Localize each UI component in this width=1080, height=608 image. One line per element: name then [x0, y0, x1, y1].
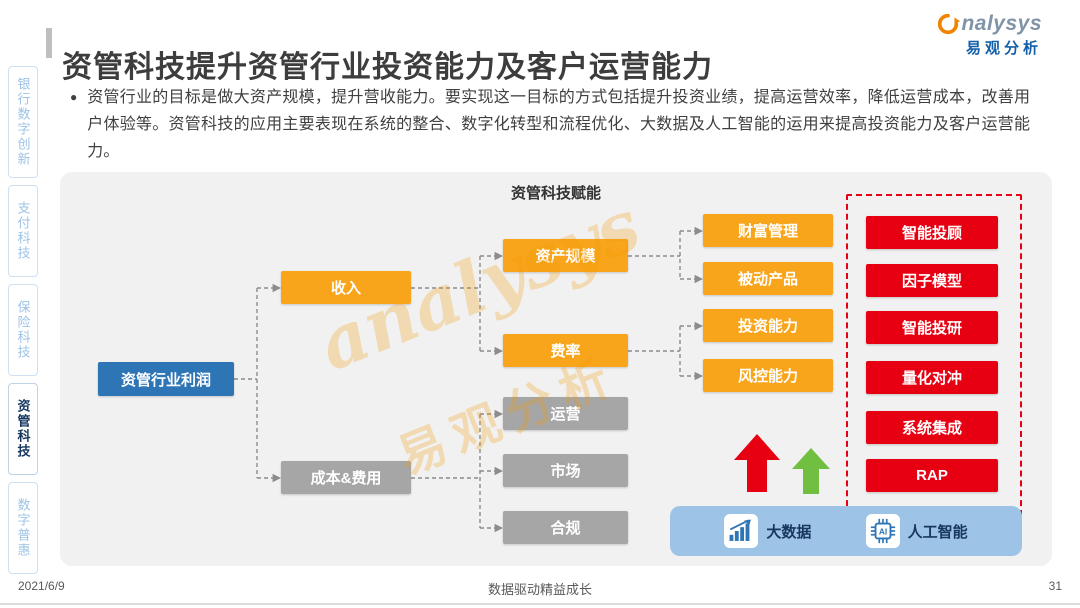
enabler-bigdata: 大数据: [724, 514, 811, 548]
node-cost-expense: 成本&费用: [281, 461, 411, 494]
footer-page-number: 31: [1048, 579, 1062, 593]
intro-paragraph: ● 资管行业的目标是做大资产规模，提升营收能力。要实现这一目标的方式包括提升投资…: [70, 84, 1030, 166]
tech-item-robo-advisor: 智能投顾: [866, 216, 998, 249]
tech-item-factor-model: 因子模型: [866, 264, 998, 297]
sidebar-item-bank-digital: 银行数字创新: [8, 66, 38, 178]
connector-lines: [234, 226, 703, 533]
sidebar-item-digital-inclusion: 数字普惠: [8, 482, 38, 574]
sidebar-item-payment-tech: 支付科技: [8, 185, 38, 277]
sidebar-item-asset-mgmt-tech: 资管科技: [8, 383, 38, 475]
node-passive-products: 被动产品: [703, 262, 833, 295]
tech-item-smart-research: 智能投研: [866, 311, 998, 344]
node-industry-profit: 资管行业利润: [98, 362, 234, 396]
node-asset-scale: 资产规模: [503, 239, 628, 272]
section-sidebar: 银行数字创新 支付科技 保险科技 资管科技 数字普惠: [8, 66, 40, 574]
tech-item-quant-hedging: 量化对冲: [866, 361, 998, 394]
logo-brand-text: nalysys: [961, 12, 1042, 35]
node-revenue: 收入: [281, 271, 411, 304]
enabler-bar: 大数据 AI 人工智能: [670, 506, 1022, 556]
tech-item-system-integration: 系统集成: [866, 411, 998, 444]
diagram-panel: 资管科技赋能: [60, 172, 1052, 566]
green-up-arrow: [792, 448, 830, 494]
tech-item-rap: RAP: [866, 459, 998, 492]
footer-date: 2021/6/9: [18, 579, 65, 593]
title-accent-bar: [46, 28, 52, 58]
logo-swirl-icon: [938, 13, 961, 35]
red-up-arrow: [734, 434, 780, 492]
bullet-dot: ●: [70, 90, 78, 104]
diagram-title: 资管科技赋能: [510, 185, 601, 202]
sidebar-item-insurance-tech: 保险科技: [8, 284, 38, 376]
intro-text: 资管行业的目标是做大资产规模，提升营收能力。要实现这一目标的方式包括提升投资业绩…: [87, 89, 1030, 161]
node-operations: 运营: [503, 397, 628, 430]
node-investment-ability: 投资能力: [703, 309, 833, 342]
ai-chip-icon: AI: [865, 514, 900, 548]
enabler-ai: AI 人工智能: [865, 514, 968, 548]
ai-chip-text: AI: [878, 527, 886, 537]
node-wealth-management: 财富管理: [703, 214, 833, 247]
bar-chart-icon: [724, 514, 759, 548]
node-fee-rate: 费率: [503, 334, 628, 367]
footer-divider: [0, 603, 1080, 605]
analysys-logo: nalysys 易观分析: [936, 12, 1042, 58]
enabler-label-ai: 人工智能: [907, 523, 968, 541]
node-risk-control: 风控能力: [703, 359, 833, 392]
enabler-label-bigdata: 大数据: [766, 523, 812, 541]
footer-slogan: 数据驱动精益成长: [487, 582, 592, 597]
logo-brand-cn: 易观分析: [965, 40, 1042, 57]
page-title: 资管科技提升资管行业投资能力及客户运营能力: [62, 51, 713, 85]
node-marketing: 市场: [503, 454, 628, 487]
node-compliance: 合规: [503, 511, 628, 544]
tech-group-frame: 智能投顾 因子模型 智能投研 量化对冲 系统集成 RAP: [846, 194, 1022, 516]
